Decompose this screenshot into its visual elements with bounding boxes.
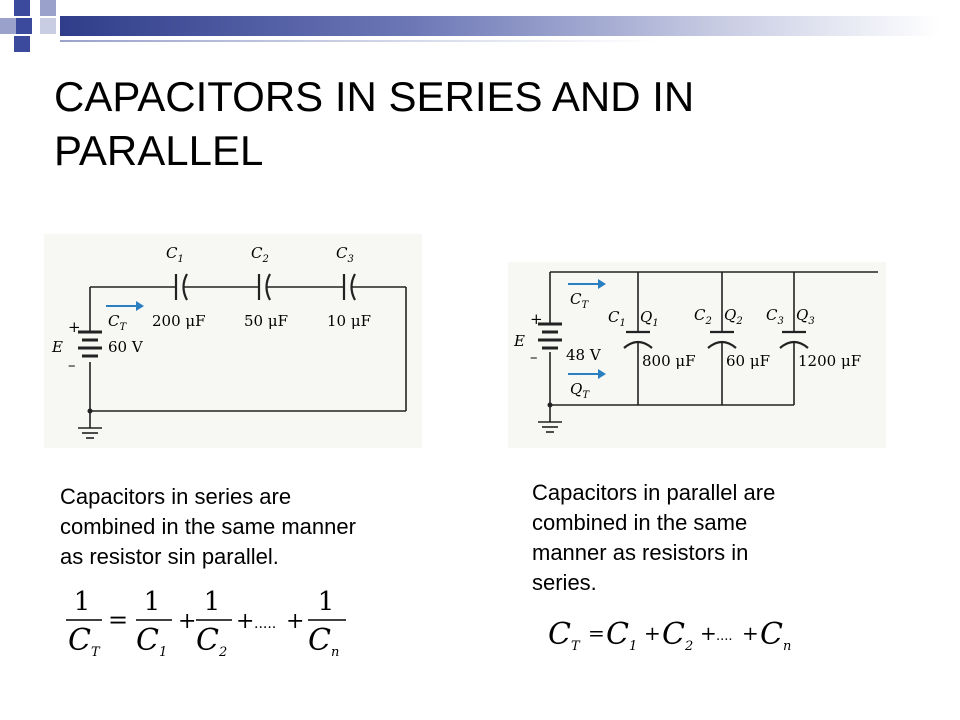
parallel-formula-ct: CT: [548, 617, 581, 654]
parallel-c3-value: 1200 μF: [798, 352, 861, 370]
series-formula-num-2: 1: [144, 587, 161, 617]
parallel-c2-label: C2: [694, 306, 712, 327]
series-formula-ct: CT: [68, 623, 101, 660]
parallel-q1-label: Q1: [640, 308, 659, 329]
parallel-circuit-diagram: CT QT C1 Q1 C2 Q2 C3 Q3 800 μF 60 μF 120…: [513, 271, 878, 433]
series-description-line3: as resistor sin parallel.: [60, 544, 279, 569]
series-formula: 1 CT = 1 C1 + 1 C2 + ..... + 1 Cn: [66, 587, 346, 660]
deco-square: [40, 0, 56, 16]
parallel-description-line4: series.: [532, 570, 597, 595]
deco-square: [16, 18, 32, 34]
parallel-description: Capacitors in parallel are combined in t…: [532, 478, 912, 598]
parallel-formula-dots: ....: [716, 629, 733, 644]
header-thin-line: [60, 40, 660, 42]
series-c2-value: 50 μF: [244, 312, 288, 330]
series-description-line2: combined in the same manner: [60, 514, 356, 539]
series-formula-c2: C2: [196, 623, 227, 660]
parallel-source-value: 48 V: [566, 346, 602, 364]
series-c2-label: C2: [251, 244, 269, 265]
series-formula-plus-2: +: [236, 609, 254, 634]
series-circuit-diagram: C1 C2 C3 200 μF 50 μF 10 μF CT + E – 60 …: [51, 244, 407, 439]
series-plus-sign: +: [68, 318, 81, 336]
parallel-formula: CT = C1 + C2 + .... + Cn: [548, 617, 791, 654]
series-minus-sign: –: [68, 356, 76, 374]
parallel-description-line3: manner as resistors in: [532, 540, 749, 565]
parallel-formula-plus-2: +: [700, 621, 717, 645]
parallel-minus-sign: –: [530, 348, 538, 366]
parallel-description-line1: Capacitors in parallel are: [532, 480, 776, 505]
parallel-formula-c2: C2: [662, 617, 693, 654]
corner-decoration: [0, 0, 80, 60]
series-ct-label: CT: [108, 312, 127, 333]
parallel-formula-plus-1: +: [644, 621, 661, 645]
slide-title-line2: PARALLEL: [54, 127, 264, 174]
parallel-q3-label: Q3: [796, 306, 815, 327]
series-formula-num-4: 1: [318, 587, 335, 617]
series-formula-plus-1: +: [178, 609, 196, 634]
deco-square: [14, 36, 30, 52]
parallel-c2-value: 60 μF: [726, 352, 770, 370]
parallel-circuit-panel: CT QT C1 Q1 C2 Q2 C3 Q3 800 μF 60 μF 120…: [508, 262, 886, 448]
series-source-label: E: [51, 338, 63, 356]
series-description-line1: Capacitors in series are: [60, 484, 292, 509]
parallel-c3-label: C3: [766, 306, 784, 327]
deco-square: [14, 0, 30, 16]
parallel-description-line2: combined in the same: [532, 510, 748, 535]
slide-title: CAPACITORS IN SERIES AND IN PARALLEL: [54, 70, 914, 178]
header-gradient-bar: [60, 16, 940, 36]
parallel-source-label: E: [513, 332, 525, 350]
parallel-c1-value: 800 μF: [642, 352, 696, 370]
slide-title-line1: CAPACITORS IN SERIES AND IN: [54, 73, 695, 120]
series-formula-dots: .....: [254, 616, 276, 632]
series-formula-c1: C1: [136, 623, 167, 660]
series-formula-equals: =: [108, 606, 128, 634]
parallel-formula-equals: =: [588, 621, 605, 645]
series-formula-cn: Cn: [308, 623, 339, 660]
parallel-formula-c1: C1: [606, 617, 637, 654]
series-c3-label: C3: [336, 244, 354, 265]
series-formula-plus-3: +: [286, 609, 304, 634]
series-circuit-panel: C1 C2 C3 200 μF 50 μF 10 μF CT + E – 60 …: [44, 234, 422, 448]
parallel-ct-label: CT: [570, 290, 589, 311]
deco-square: [0, 18, 16, 34]
series-formula-num-1: 1: [74, 587, 91, 617]
series-source-value: 60 V: [108, 338, 144, 356]
series-formula-num-3: 1: [204, 587, 221, 617]
series-description: Capacitors in series are combined in the…: [60, 482, 440, 572]
parallel-q2-label: Q2: [724, 306, 743, 327]
parallel-qt-label: QT: [570, 380, 590, 401]
parallel-formula-cn: Cn: [760, 617, 791, 654]
series-c3-value: 10 μF: [327, 312, 371, 330]
deco-square: [40, 18, 56, 34]
parallel-plus-sign: +: [530, 310, 543, 328]
parallel-formula-plus-3: +: [742, 621, 759, 645]
series-c1-label: C1: [166, 244, 184, 265]
series-c1-value: 200 μF: [152, 312, 206, 330]
parallel-c1-label: C1: [608, 308, 626, 329]
